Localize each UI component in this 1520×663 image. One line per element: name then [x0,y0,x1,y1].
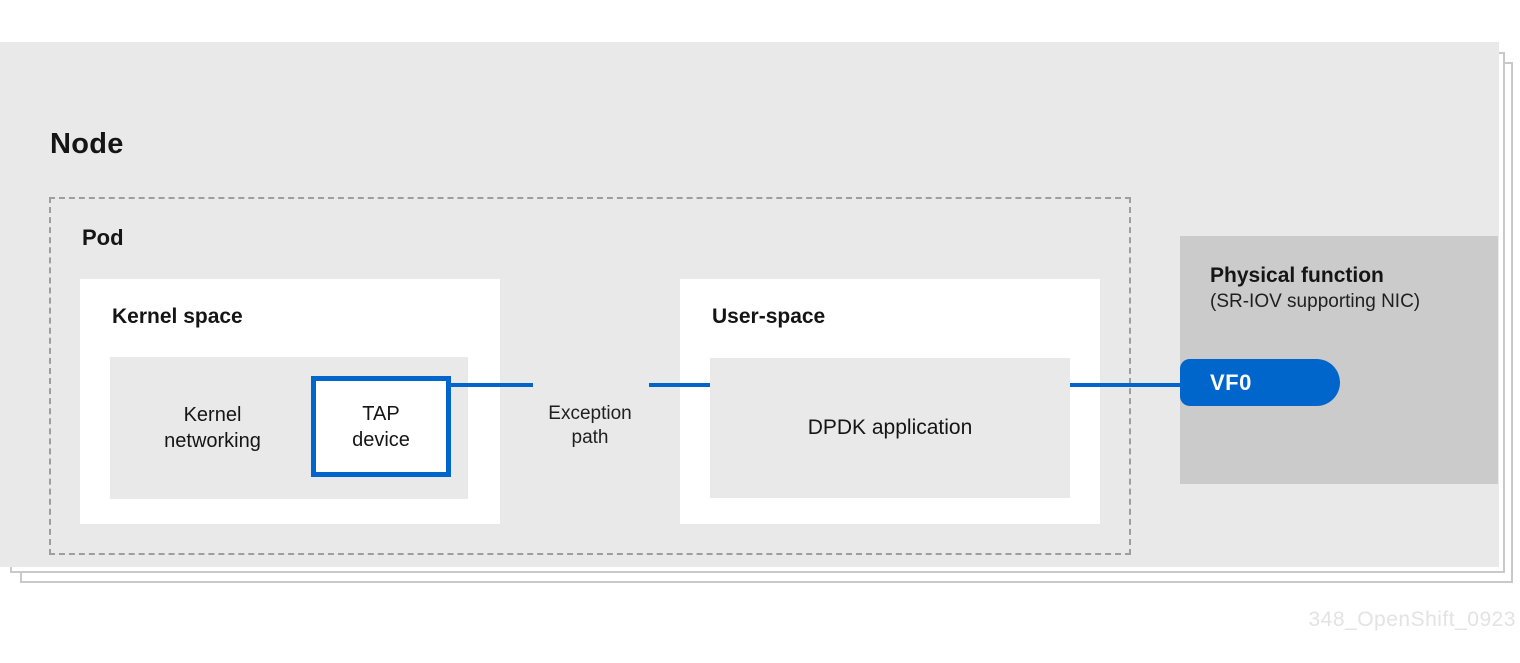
kernel-networking-line-2: networking [164,430,261,452]
tap-device-box: TAP device [311,376,451,477]
node-title: Node [50,128,124,160]
kernel-space-box: Kernel space Kernel networking TAP devic… [80,279,500,524]
physical-function-text: Physical function (SR-IOV supporting NIC… [1180,236,1498,315]
watermark-text: 348_OpenShift_0923 [1308,608,1516,631]
physical-function-subtitle: (SR-IOV supporting NIC) [1210,291,1421,313]
user-space-box: User-space DPDK application [680,279,1100,524]
physical-function-title: Physical function [1210,264,1384,287]
connector-exception-to-dpdk [649,383,710,387]
tap-device-line-1: TAP [362,402,400,425]
pod-title: Pod [82,225,124,250]
dpdk-application-box: DPDK application [710,358,1070,498]
physical-function-box: Physical function (SR-IOV supporting NIC… [1180,236,1498,484]
kernel-networking-box: Kernel networking TAP device [110,357,468,499]
user-space-title: User-space [712,305,826,328]
vf0-pill: VF0 [1180,359,1340,406]
node-container: Node Pod Kernel space Kernel networking … [0,42,1499,567]
kernel-networking-line-1: Kernel [183,403,242,426]
connector-dpdk-to-vf0 [1070,383,1180,387]
vf0-label: VF0 [1210,369,1252,395]
dpdk-application-label: DPDK application [807,416,973,439]
exception-path-line-2: path [571,427,609,449]
kernel-space-title: Kernel space [112,305,243,328]
exception-path-line-1: Exception [548,403,632,424]
connector-tap-to-exception [451,383,533,387]
exception-path-label: Exception path [520,402,660,451]
kernel-networking-label: Kernel networking [110,357,315,499]
pod-container: Pod Kernel space Kernel networking TAP d… [49,197,1131,555]
tap-device-line-2: device [352,428,410,451]
